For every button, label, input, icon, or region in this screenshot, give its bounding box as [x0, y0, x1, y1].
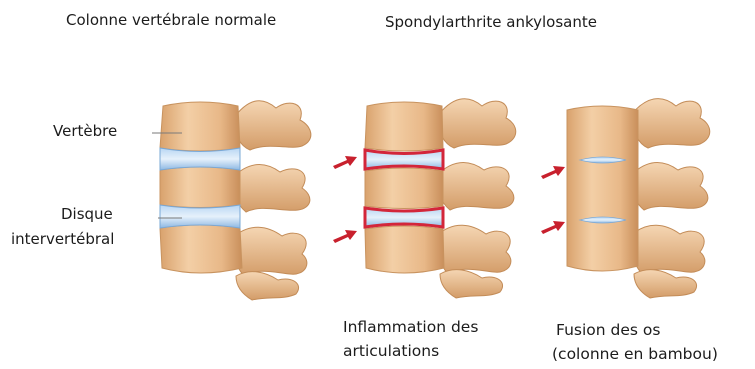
arrow-icon: [541, 166, 565, 179]
disc-label-line2: intervertébral: [11, 232, 114, 247]
inflammation-arrows: [333, 156, 357, 243]
fusion-arrows: [541, 166, 565, 234]
arrow-icon: [333, 230, 357, 243]
vertebra-bodies: [160, 102, 242, 273]
inflamed-spine: [333, 99, 516, 298]
arrow-icon: [541, 221, 565, 234]
spinous-processes: [232, 101, 311, 300]
fusion-caption-line1: Fusion des os: [556, 319, 660, 341]
vertebra-label: Vertèbre: [53, 124, 117, 139]
inflammation-caption-line2: articulations: [343, 340, 439, 362]
fused-vertebral-column: [567, 106, 638, 271]
fusion-caption-line2: (colonne en bambou): [552, 343, 718, 365]
disc-label-line1: Disque: [61, 207, 113, 222]
ankylosing-spine-title: Spondylarthrite ankylosante: [385, 15, 597, 30]
spinous-processes-3: [630, 99, 710, 298]
vertebra-bodies-2: [365, 102, 444, 273]
inflammation-caption-line1: Inflammation des: [343, 316, 478, 338]
fused-spine: [541, 99, 710, 298]
normal-spine-title: Colonne vertébrale normale: [66, 13, 276, 28]
arrow-icon: [333, 156, 357, 169]
spinous-processes-2: [436, 99, 516, 298]
normal-spine: [152, 101, 311, 300]
